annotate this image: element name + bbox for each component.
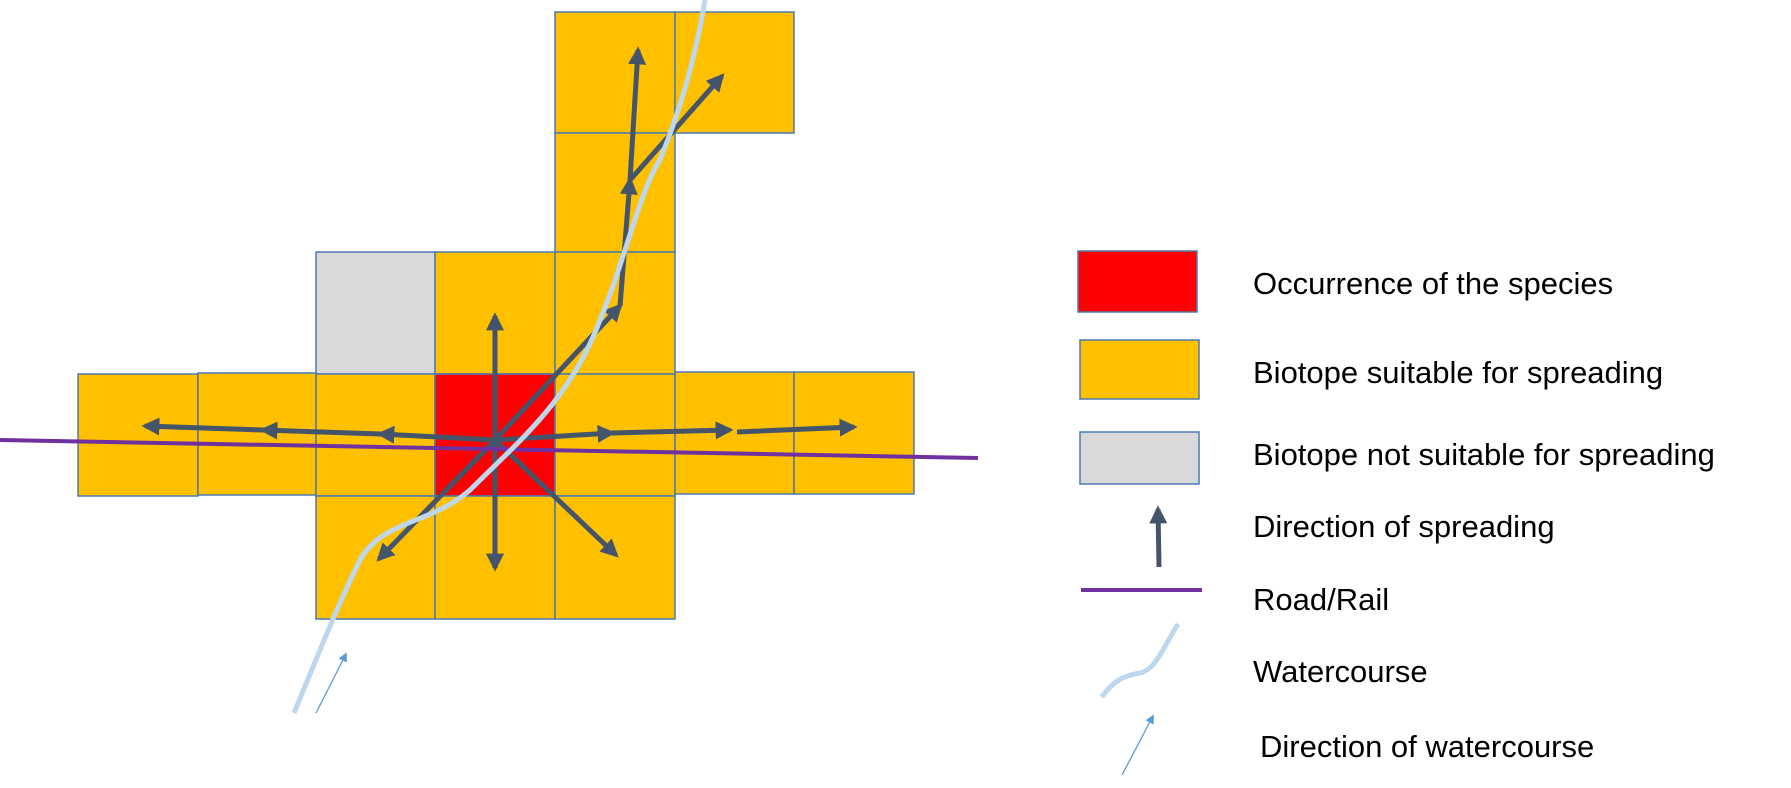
cell-suitable bbox=[77, 373, 199, 497]
legend-not-suitable-label: Biotope not suitable for spreading bbox=[1253, 437, 1715, 472]
legend-not-suitable-swatch bbox=[1079, 431, 1200, 485]
legend-suitable-label: Biotope suitable for spreading bbox=[1253, 355, 1663, 390]
legend-watercourse-icon bbox=[1099, 622, 1181, 699]
spread-arrow bbox=[376, 438, 497, 562]
spread-arrow bbox=[259, 421, 381, 440]
legend-spreading-label: Direction of spreading bbox=[1253, 509, 1555, 544]
legend-spreading-arrow-icon bbox=[1149, 505, 1168, 568]
road-rail-line bbox=[0, 438, 979, 460]
spread-arrow bbox=[628, 73, 725, 182]
spread-arrow bbox=[611, 421, 734, 440]
watercourse-direction-arrow bbox=[315, 652, 347, 714]
legend-suitable-swatch bbox=[1079, 339, 1200, 400]
spread-arrow bbox=[736, 418, 858, 437]
legend-occurrence-label: Occurrence of the species bbox=[1253, 266, 1613, 301]
legend-watercourse-label: Watercourse bbox=[1253, 654, 1428, 689]
spread-arrow bbox=[627, 46, 647, 181]
spread-arrow bbox=[141, 417, 264, 436]
legend-road-rail-label: Road/Rail bbox=[1253, 582, 1389, 617]
cell-suitable bbox=[674, 11, 795, 134]
legend-occurrence-swatch bbox=[1077, 250, 1198, 313]
legend-watercourse-direction-label: Direction of watercourse bbox=[1260, 729, 1594, 764]
cell-suitable bbox=[315, 495, 436, 620]
cell-suitable bbox=[793, 371, 915, 495]
cell-suitable bbox=[554, 11, 676, 134]
spread-arrow bbox=[494, 424, 616, 443]
cell-not-suitable bbox=[315, 251, 436, 375]
watercourse-line bbox=[291, 0, 708, 714]
spread-arrow bbox=[376, 425, 496, 444]
legend: Occurrence of the species Biotope suitab… bbox=[1077, 250, 1715, 776]
spread-arrow bbox=[493, 438, 619, 558]
cell-suitable bbox=[197, 372, 317, 496]
legend-watercourse-direction-icon bbox=[1121, 714, 1154, 776]
